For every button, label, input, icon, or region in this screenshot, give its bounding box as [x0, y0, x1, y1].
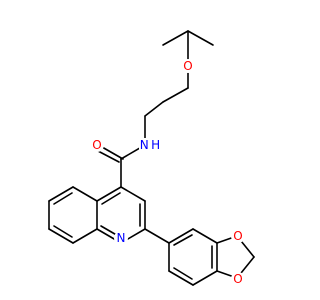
bond-bd-5-6: [168, 270, 194, 286]
amide-oxygen-atom: O: [90, 138, 104, 152]
bond-bd-4-5: [192, 270, 218, 286]
bond-c8-c8a: [72, 228, 98, 244]
quinoline-nitrogen-label: N: [117, 231, 126, 245]
amide-oxygen-label: O: [92, 138, 101, 152]
dioxole-oxygen-2-atom: O: [231, 272, 245, 286]
bond-carbonyl-double-a: [101, 146, 124, 160]
bond-isopropyl-methyl-right: [187, 30, 214, 46]
bond-c7-c8: [48, 228, 74, 244]
bond-bd-5-6-inner: [173, 267, 193, 280]
bond-isopropyl-methyl-left: [162, 30, 189, 46]
bond-quinoline-to-benzodioxole: [144, 228, 170, 244]
bond-chain-1: [162, 87, 189, 103]
bond-c5-c6: [48, 186, 74, 202]
bond-c4a-c4: [96, 186, 122, 202]
bond-bd-1-2: [168, 228, 194, 244]
bond-c4a-c4-inner: [101, 192, 121, 205]
bond-c4-c3: [120, 186, 146, 202]
amide-nitrogen-label: N H: [140, 138, 160, 152]
bond-c4a-c5: [72, 186, 98, 202]
amide-nitrogen-atom: N H: [139, 138, 161, 152]
ether-oxygen-label: O: [183, 59, 192, 73]
bond-bd-2-3: [192, 228, 218, 244]
dioxole-oxygen-1-atom: O: [231, 229, 245, 243]
bond-c5-c6-inner: [53, 192, 73, 205]
bond-chain-2: [144, 101, 164, 117]
bond-bd-1-2-inner: [173, 234, 193, 246]
quinoline-nitrogen-atom: N: [114, 231, 128, 245]
bond-c7-c8-inner: [53, 225, 73, 238]
dioxole-oxygen-2-label: O: [233, 272, 242, 286]
dioxole-oxygen-1-label: O: [233, 229, 242, 243]
bond-carbonyl-double-b: [97, 150, 120, 163]
ether-oxygen-atom: O: [181, 59, 195, 73]
molecule-structure-diagram: O O N H N O O: [48, 30, 255, 286]
